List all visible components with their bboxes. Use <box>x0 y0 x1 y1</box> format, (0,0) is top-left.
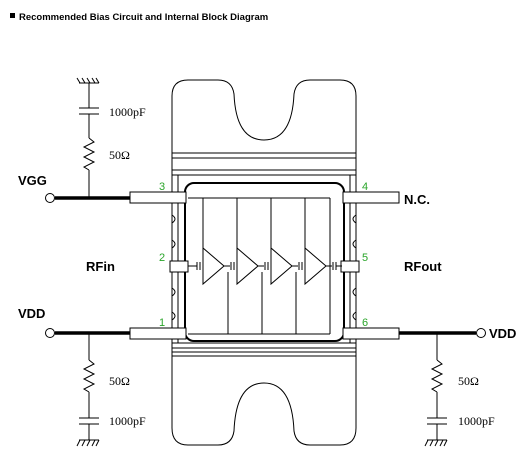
label-rfout: RFout <box>404 259 442 274</box>
label-cap-top: 1000pF <box>109 105 146 119</box>
label-vdd-right: VDD <box>489 326 516 341</box>
resistor-top <box>82 137 96 171</box>
vdd-right-bias-network <box>424 333 448 447</box>
heading-bullet <box>10 13 15 18</box>
amp-stage-3 <box>264 246 298 286</box>
ground-symbol-left <box>76 439 100 447</box>
label-res-top: 50Ω <box>109 148 130 162</box>
right-wall-detail <box>352 214 357 321</box>
heading-group: Recommended Bias Circuit and Internal Bl… <box>10 12 268 23</box>
label-vdd-left: VDD <box>18 306 45 321</box>
left-wall-detail <box>171 214 176 321</box>
ground-symbol-top <box>76 77 100 84</box>
pin-number-4: 4 <box>362 181 368 193</box>
pin-number-6: 6 <box>362 317 368 329</box>
amp-stage-1 <box>196 246 230 286</box>
resistor-left-bottom <box>82 359 96 393</box>
capacitor-top <box>79 107 99 115</box>
capacitor-right-bottom <box>427 417 447 425</box>
lead-pin-5 <box>340 260 360 273</box>
amp-stage-2 <box>230 246 264 286</box>
package-bottom-tab <box>171 356 357 446</box>
label-nc: N.C. <box>404 192 430 207</box>
amplifier-chain <box>188 197 342 335</box>
amp-stage-4 <box>298 246 332 286</box>
pin-number-2: 2 <box>159 252 165 264</box>
leads <box>129 191 400 340</box>
label-res-left-bottom: 50Ω <box>109 374 130 388</box>
package-top-tab <box>171 79 357 153</box>
label-vgg: VGG <box>18 173 47 188</box>
label-cap-left-bottom: 1000pF <box>109 414 146 428</box>
lead-pin-1 <box>129 327 187 340</box>
vdd-left-terminal <box>45 328 55 338</box>
label-rfin: RFin <box>86 259 115 274</box>
lead-pin-2 <box>169 260 189 273</box>
resistor-right-bottom <box>430 359 444 393</box>
output-coupling-cap <box>332 262 342 270</box>
vgg-terminal <box>45 193 55 203</box>
pin-number-5: 5 <box>362 252 368 264</box>
label-cap-right-bottom: 1000pF <box>458 414 495 428</box>
vdd-right-terminal <box>476 328 486 338</box>
capacitor-left-bottom <box>79 417 99 425</box>
vdd-left-bias-network <box>76 333 100 447</box>
pin-number-3: 3 <box>159 181 165 193</box>
lead-pin-3 <box>129 191 187 204</box>
lead-pin-4 <box>342 191 400 204</box>
lead-pin-6 <box>342 327 400 340</box>
label-res-right-bottom: 50Ω <box>458 374 479 388</box>
page-title: Recommended Bias Circuit and Internal Bl… <box>19 12 268 23</box>
pin-number-1: 1 <box>159 317 165 329</box>
vgg-bias-network <box>76 77 100 198</box>
ground-symbol-right <box>424 439 448 447</box>
